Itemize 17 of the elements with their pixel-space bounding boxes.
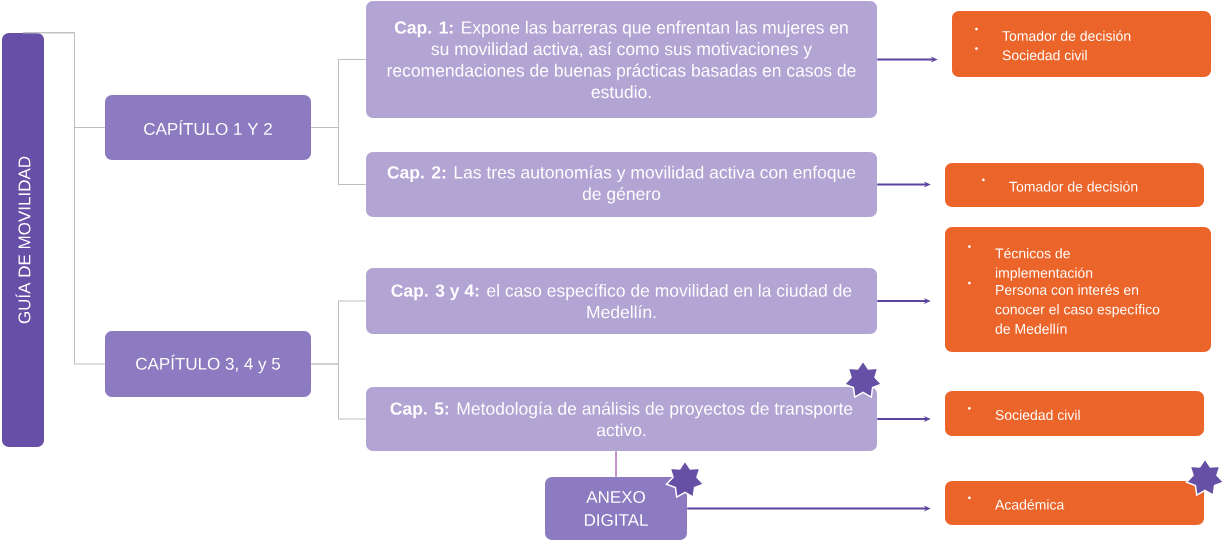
audience-box: Sociedad civil [945,391,1204,436]
chapter-description-box: Cap. 1: Expone las barreras que enfrentan las mujeres en su movilidad activa, así como sus motivaciones y recomendaciones de buenas prácticas basadas en casos de estudio. [366,1,877,118]
chapter-description-box: Cap. 3 y 4: el caso específico de movilidad en la ciudad de Medellín. [366,268,877,334]
chapter-box: ANEXO DIGITAL [545,477,687,540]
chapter-description-box: Cap. 2: Las tres autonomías y movilidad activa con enfoque de género [366,152,877,217]
chapter-box: CAPÍTULO 1 Y 2 [105,95,311,160]
audience-box: Técnicos de implementación Persona con interés en conocer el caso específico de Medellín [945,227,1211,352]
chapter-description-box: Cap. 5: Metodología de análisis de proyectos de transporte activo. [366,387,877,451]
connector-line [615,450,617,478]
audience-box: Académica [945,481,1204,525]
audience-box: Tomador de decisión [945,163,1204,207]
chapter-box: CAPÍTULO 3, 4 y 5 [105,331,311,397]
connector-line [310,363,367,420]
connector-line [310,127,367,185]
connector-line [22,32,106,365]
audience-box: Tomador de decisión Sociedad civil [952,11,1211,77]
title-bar: GUÍA DE MOVILIDAD [2,33,44,447]
